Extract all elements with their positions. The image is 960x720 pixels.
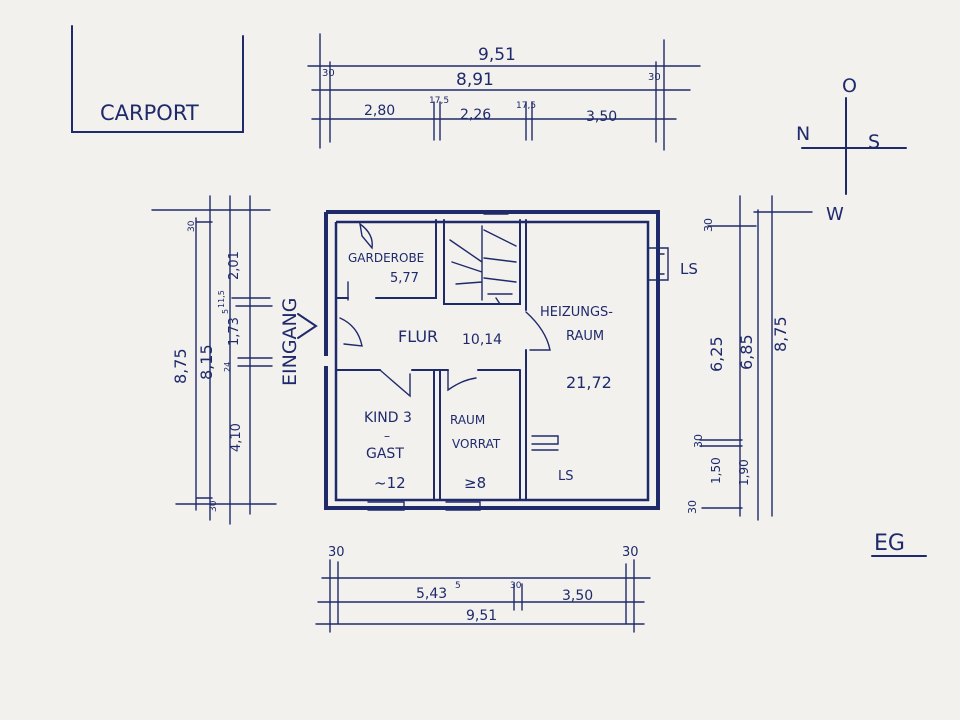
carport-outline (71, 25, 244, 133)
ls-bottom-label: LS (558, 469, 574, 484)
top-sep1-dim: 17,5 (429, 96, 449, 106)
top-wall-left-dim: 30 (322, 68, 335, 79)
left-wall-a-dim: 11,5 (217, 290, 226, 308)
compass-cross (801, 97, 907, 195)
right-top-wall-dim: 30 (702, 218, 715, 232)
left-wall-b-dim: 24 (223, 362, 232, 372)
floor-label: EG (874, 531, 905, 556)
garderobe-name: GARDEROBE (348, 251, 424, 265)
flur-area: 10,14 (462, 332, 502, 348)
left-bottom-wall-dim: 30 (209, 500, 219, 512)
right-seg-b-dim: 6,85 (737, 334, 756, 370)
vorrat-area: ≥8 (464, 474, 486, 492)
left-seg-bottom-dim: 4,10 (229, 423, 244, 452)
bottom-mid-wall-dim: 30 (510, 581, 522, 591)
kind-name1: KIND 3 (364, 410, 412, 426)
right-mid-wall-dim: 30 (692, 434, 705, 448)
bottom-seg1-sup: 5 (455, 581, 461, 591)
left-seg-top-dim: 2,01 (227, 251, 242, 280)
compass-east: O (842, 75, 857, 97)
top-seg1-dim: 2,80 (364, 103, 395, 119)
top-inner-dim: 8,91 (456, 70, 494, 90)
vorrat-name1: RAUM (450, 413, 485, 427)
heizung-area: 21,72 (566, 373, 612, 392)
top-seg2-dim: 2,26 (460, 107, 491, 123)
left-seg-mid-dim: 1,73 (227, 317, 242, 346)
compass-west: W (826, 204, 844, 225)
bottom-wall-right-dim: 30 (622, 545, 639, 560)
entrance-label: EINGANG (279, 298, 301, 386)
top-wall-right-dim: 30 (648, 72, 661, 83)
compass-south: S (868, 131, 880, 153)
bottom-dimension-lines (315, 559, 651, 633)
bottom-seg2-dim: 3,50 (562, 588, 593, 604)
right-bottom-wall-dim: 30 (686, 500, 699, 514)
heizung-name2: RAUM (566, 329, 604, 344)
right-seg-a-dim: 6,25 (707, 336, 726, 372)
right-seg-c-dim: 1,50 (709, 457, 723, 484)
left-top-wall-dim: 30 (187, 220, 197, 232)
compass-north: N (796, 123, 810, 145)
left-inner-dim: 8,15 (197, 344, 216, 380)
kind-dash: – (384, 429, 390, 443)
left-overall-dim: 8,75 (171, 348, 190, 384)
top-overall-dim: 9,51 (478, 45, 516, 65)
left-seg-mid-sup: 5 (221, 309, 230, 314)
bottom-wall-left-dim: 30 (328, 545, 345, 560)
top-seg3-dim: 3,50 (586, 109, 617, 125)
ls-right-label: LS (680, 260, 698, 278)
floor-plan-walls (324, 210, 669, 511)
kind-area: ~12 (374, 474, 406, 492)
right-seg-d-dim: 1,90 (737, 459, 751, 486)
right-dimension-lines (699, 195, 813, 521)
kind-name2: GAST (366, 446, 404, 462)
flur-name: FLUR (398, 327, 438, 346)
bottom-overall-dim: 9,51 (466, 608, 497, 624)
bottom-seg1-dim: 5,43 (416, 586, 447, 602)
vorrat-name2: VORRAT (452, 437, 501, 451)
heizung-name1: HEIZUNGS- (540, 305, 613, 320)
entrance-arrow-icon (297, 313, 318, 339)
top-dimension-lines (307, 33, 701, 151)
right-overall-dim: 8,75 (771, 316, 790, 352)
top-sep2-dim: 17,5 (516, 101, 536, 111)
left-dimension-lines (151, 195, 277, 525)
garderobe-area: 5,77 (390, 271, 419, 286)
carport-label: CARPORT (100, 101, 199, 125)
